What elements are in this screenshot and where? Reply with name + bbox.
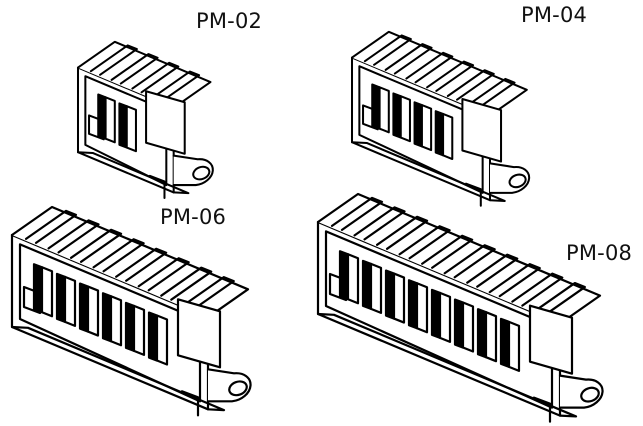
connector-pm-04 [350,30,531,207]
pin-terminal [101,292,113,343]
pin-terminal [430,288,442,339]
label-pm-08: PM-08 [566,241,633,265]
pin-terminal [78,282,90,333]
pin-terminal [499,317,511,368]
connector-pm-08 [316,192,604,423]
pin-terminal [118,102,128,149]
connector-pm-06 [10,205,252,417]
pin-terminal [147,311,159,362]
pin-terminal [384,269,396,320]
pin-terminal [407,279,419,330]
pin-terminal [434,110,445,157]
label-pm-04: PM-04 [521,3,588,27]
pin-terminal [361,259,373,310]
pin-terminal [453,298,465,349]
pin-terminal [124,301,136,352]
pin-terminal [413,101,423,148]
pin-terminal [392,92,402,139]
connector-pm-02 [76,40,214,199]
pin-terminal [476,308,488,359]
label-pm-06: PM-06 [160,205,227,229]
pin-terminal [55,272,67,323]
label-pm-02: PM-02 [196,9,263,33]
